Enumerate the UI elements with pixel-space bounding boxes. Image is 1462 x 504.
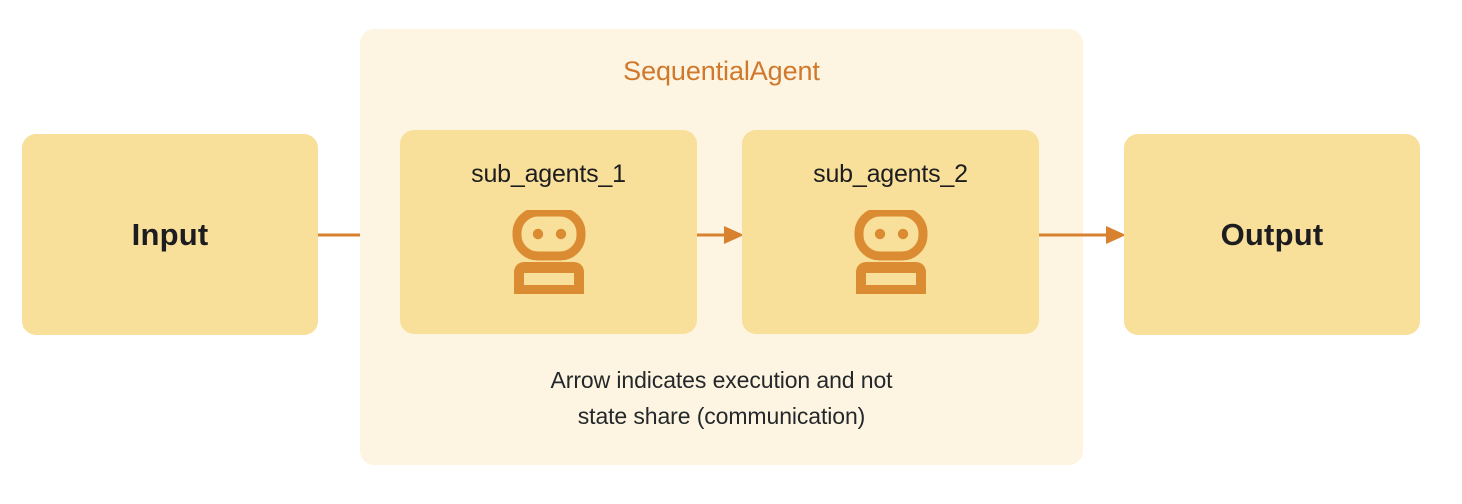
- arrow-right-icon-sub-agents-1-to-sub-agents-2: [697, 223, 744, 247]
- sub-agent-label-2: sub_agents_2: [813, 160, 968, 188]
- sequential-agent-title: SequentialAgent: [623, 56, 820, 86]
- arrow-right-icon: [1039, 226, 1126, 244]
- caption-line-1: Arrow indicates execution and not: [550, 367, 893, 393]
- robot-icon: [512, 210, 585, 294]
- caption-line-2: state share (communication): [577, 403, 866, 429]
- robot-icon: [854, 210, 927, 294]
- input-label: Input: [131, 216, 209, 252]
- container-caption: Arrow indicates execution and not state …: [360, 362, 1083, 434]
- sub-agent-label-1: sub_agents_1: [471, 160, 626, 188]
- sub-agent-node-2: sub_agents_2: [742, 130, 1039, 334]
- input-node: Input: [22, 134, 318, 335]
- sub-agent-node-1: sub_agents_1: [400, 130, 697, 334]
- output-label: Output: [1220, 216, 1324, 252]
- arrow-right-icon: [697, 226, 744, 244]
- arrow-right-icon-sub-agents-2-to-output: [1039, 223, 1126, 247]
- output-node: Output: [1124, 134, 1420, 335]
